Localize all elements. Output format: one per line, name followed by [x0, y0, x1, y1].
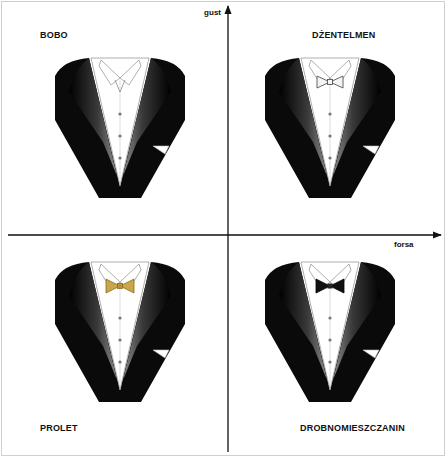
- quadrant-label: DROBNOMIESZCZANIN: [300, 424, 405, 433]
- tuxedo-gold-bowtie: [55, 262, 185, 402]
- quadrant-label: PROLET: [40, 424, 78, 433]
- tuxedo-open-collar: [55, 58, 185, 198]
- tuxedo-white-bowtie: [265, 58, 395, 198]
- quadrant-label: BOBO: [40, 31, 68, 40]
- horizontal-axis: [8, 234, 441, 235]
- vertical-axis: [227, 6, 228, 452]
- quadrant-label: DŻENTELMEN: [312, 31, 376, 40]
- tuxedo-black-bowtie: [265, 262, 395, 402]
- axis-label: gust: [204, 9, 221, 17]
- axis-label: forsa: [394, 241, 414, 249]
